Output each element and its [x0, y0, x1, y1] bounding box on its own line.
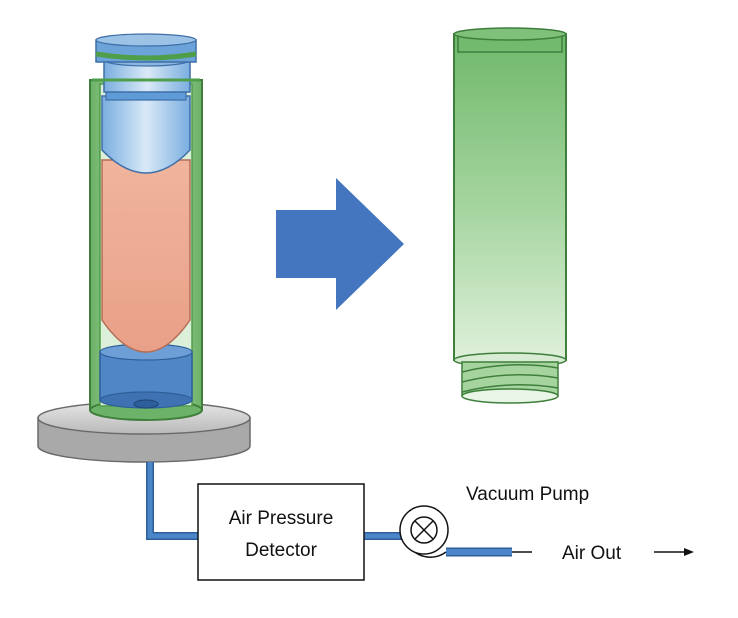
green-tube	[453, 27, 567, 368]
sample-body	[101, 159, 191, 353]
detector-label-line1: Air Pressure	[229, 508, 334, 529]
tube-threaded-end	[461, 361, 559, 404]
air-pressure-detector: Air Pressure Detector	[197, 483, 365, 581]
top-cap	[92, 33, 200, 174]
air-out-label: Air Out	[562, 543, 622, 564]
air-out: Air Out	[562, 543, 694, 564]
detector-label-line2: Detector	[245, 540, 317, 561]
vacuum-pump: Vacuum Pump	[399, 484, 589, 558]
pipe-base-to-detector	[146, 462, 198, 540]
process-arrow	[276, 178, 404, 310]
bottom-cup	[99, 343, 193, 409]
vacuum-pump-label: Vacuum Pump	[466, 484, 589, 505]
